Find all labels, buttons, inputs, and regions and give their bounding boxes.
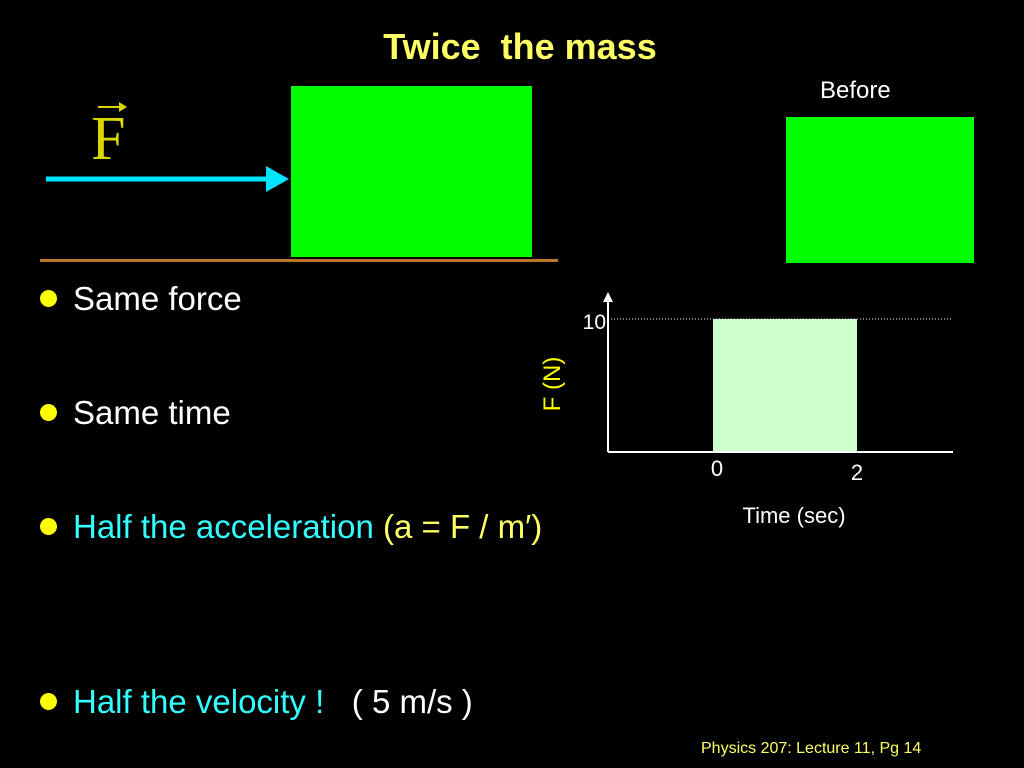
force-pulse-bar bbox=[713, 319, 857, 452]
force-symbol: F bbox=[91, 105, 126, 173]
slide-footer: Physics 207: Lecture 11, Pg 14 bbox=[701, 740, 922, 757]
bullet-velocity-value: ( 5 m/s ) bbox=[324, 683, 473, 720]
before-block bbox=[786, 117, 974, 263]
vector-arrow-icon bbox=[98, 102, 127, 112]
bullet-dot bbox=[40, 518, 57, 535]
force-arrow bbox=[46, 166, 289, 192]
bullet-half-velocity: Half the velocity ! ( 5 m/s ) bbox=[40, 685, 473, 718]
y-tick-label: 10 bbox=[583, 311, 606, 334]
bullet-same-time: Same time bbox=[40, 396, 231, 429]
x-tick-label: 0 bbox=[711, 456, 723, 481]
bullet-text: Same force bbox=[73, 280, 242, 317]
bullet-text: Same time bbox=[73, 394, 231, 431]
heavy-block bbox=[291, 86, 532, 257]
before-label: Before bbox=[820, 77, 891, 104]
bullet-dot bbox=[40, 290, 57, 307]
y-axis-label: F (N) bbox=[539, 357, 566, 412]
force-time-graph: 10 0 2 F (N) Time (sec) bbox=[539, 292, 953, 528]
bullet-text: Half the acceleration bbox=[73, 508, 374, 545]
ground-line bbox=[40, 259, 558, 262]
x-axis-label: Time (sec) bbox=[742, 503, 845, 528]
bullet-half-acceleration: Half the acceleration (a = F / m′) bbox=[40, 510, 542, 543]
x-tick-label: 2 bbox=[851, 460, 863, 485]
bullet-formula: (a = F / m′) bbox=[373, 508, 543, 545]
bullet-text: Half the velocity ! bbox=[73, 683, 325, 720]
bullet-dot bbox=[40, 404, 57, 421]
bullet-same-force: Same force bbox=[40, 282, 242, 315]
bullet-dot bbox=[40, 693, 57, 710]
slide-title: Twice the mass bbox=[383, 26, 657, 67]
y-axis-arrow-icon bbox=[603, 292, 613, 302]
